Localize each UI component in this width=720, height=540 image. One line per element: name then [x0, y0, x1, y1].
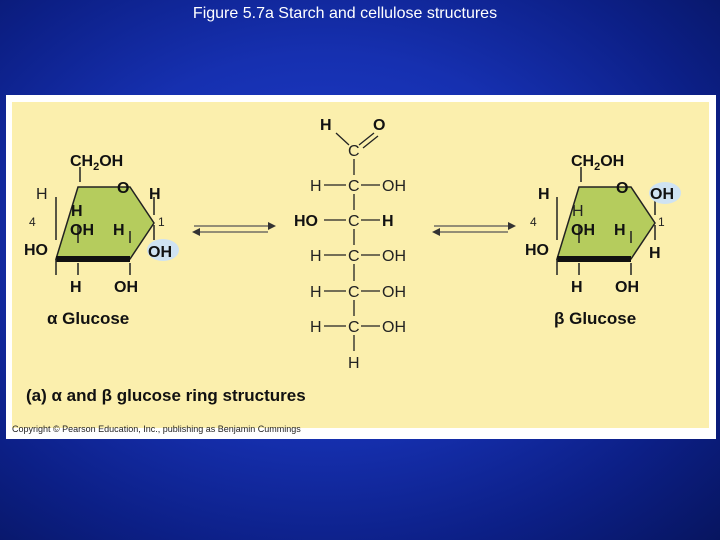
equilibrium-arrows-left — [192, 222, 276, 236]
linear-c6-right: OH — [382, 319, 406, 336]
alpha-carbon-1-number: 1 — [158, 215, 165, 229]
figure-caption: (a) α and β glucose ring structures — [26, 386, 306, 405]
linear-c4-left: H — [310, 248, 322, 265]
beta-carbon-1-number: 1 — [658, 215, 665, 229]
linear-c1: C — [348, 143, 360, 160]
linear-c2: C — [348, 178, 360, 195]
linear-c5-left: H — [310, 284, 322, 301]
alpha-glucose-name: α Glucose — [47, 309, 129, 328]
beta-glucose-name: β Glucose — [554, 309, 636, 328]
beta-glucose-ring: CH2OH O OH H 4 1 H OH H HO H H OH β Gluc… — [525, 153, 681, 328]
beta-c3-h: H — [614, 222, 626, 239]
linear-c4-right: OH — [382, 248, 406, 265]
linear-c2-left: H — [310, 178, 322, 195]
beta-c3-h-bottom: H — [571, 279, 583, 296]
alpha-ch2oh-label: CH2OH — [70, 153, 123, 173]
alpha-c4-oh: OH — [70, 222, 94, 239]
beta-c4-oh: OH — [571, 222, 595, 239]
linear-bottom-h: H — [348, 355, 360, 372]
beta-c2-oh: OH — [615, 279, 639, 296]
linear-c2-right: OH — [382, 178, 406, 195]
slide-title: Figure 5.7a Starch and cellulose structu… — [192, 5, 498, 22]
alpha-c2-oh: OH — [114, 279, 138, 296]
figure-frame: CH2OH O H H 4 1 H OH H HO OH H OH α Gluc… — [6, 95, 716, 439]
beta-c1-oh: OH — [650, 186, 674, 203]
alpha-c5-h: H — [36, 186, 48, 203]
copyright-notice: Copyright © Pearson Education, Inc., pub… — [12, 424, 301, 434]
beta-carbon-4-number: 4 — [530, 215, 537, 229]
alpha-c3-h: H — [113, 222, 125, 239]
linear-glucose: H O C H C OH HO C H H C OH H — [294, 117, 406, 372]
alpha-c3-h-bottom: H — [70, 279, 82, 296]
beta-c5-h: H — [538, 186, 550, 203]
beta-ch2oh-label: CH2OH — [571, 153, 624, 173]
alpha-carbon-4-number: 4 — [29, 215, 36, 229]
alpha-ring-o: O — [117, 180, 129, 197]
linear-c4: C — [348, 248, 360, 265]
alpha-c1-oh: OH — [148, 244, 172, 261]
beta-c4-ho: HO — [525, 242, 549, 259]
linear-c3-right: H — [382, 213, 394, 230]
alpha-c4-ho: HO — [24, 242, 48, 259]
linear-c5-right: OH — [382, 284, 406, 301]
linear-c5: C — [348, 284, 360, 301]
equilibrium-arrows-right — [432, 222, 516, 236]
linear-aldehyde-h: H — [320, 117, 332, 134]
alpha-glucose-ring: CH2OH O H H 4 1 H OH H HO OH H OH α Gluc… — [24, 153, 179, 328]
beta-c4-h: H — [572, 203, 584, 220]
figure-panel — [12, 102, 709, 428]
linear-c6-left: H — [310, 319, 322, 336]
linear-c3: C — [348, 213, 360, 230]
linear-c3-left: HO — [294, 213, 318, 230]
linear-c6: C — [348, 319, 360, 336]
linear-aldehyde-o: O — [373, 117, 385, 134]
alpha-c4-h: H — [71, 203, 83, 220]
glucose-structures-figure: CH2OH O H H 4 1 H OH H HO OH H OH α Gluc… — [12, 117, 681, 434]
alpha-c1-h: H — [149, 186, 161, 203]
beta-ring-o: O — [616, 180, 628, 197]
beta-c1-h: H — [649, 245, 661, 262]
